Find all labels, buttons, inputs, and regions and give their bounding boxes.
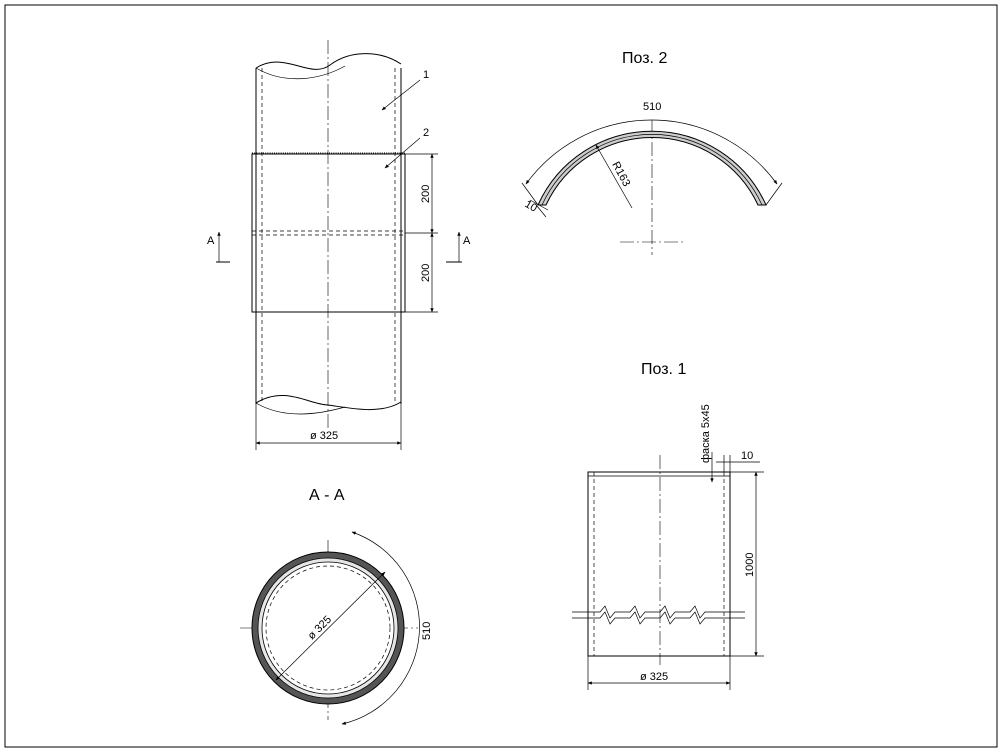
pos2-view: Поз. 2 510 R163 10 bbox=[521, 50, 783, 255]
pipe-blank bbox=[587, 471, 731, 657]
elevation-diameter-label: ø 325 bbox=[310, 430, 338, 442]
pos1-view: Поз. 1 фаска 5х45 10 1000 ø 325 bbox=[572, 361, 764, 690]
pos1-diameter-label: ø 325 bbox=[640, 671, 668, 683]
dim-lower-200: 200 bbox=[420, 264, 432, 282]
pipe-break-top bbox=[255, 53, 402, 70]
pos1-title: Поз. 1 bbox=[641, 361, 686, 378]
section-title: А - А bbox=[309, 487, 345, 504]
section-arc-dim bbox=[341, 531, 420, 725]
pos2-title: Поз. 2 bbox=[622, 50, 667, 67]
pos1-thickness-label: 10 bbox=[741, 450, 753, 462]
pipe-blank-break bbox=[572, 605, 745, 619]
pos1-height-label: 1000 bbox=[744, 553, 756, 577]
section-arc-label: 510 bbox=[421, 622, 433, 640]
dim-upper-200: 200 bbox=[420, 185, 432, 203]
section-marker-left: А bbox=[207, 235, 215, 247]
chamfer-label: фаска 5х45 bbox=[700, 404, 712, 463]
sheet-border bbox=[4, 4, 998, 748]
repair-sleeve bbox=[251, 153, 406, 313]
pos2-thickness-label: 10 bbox=[523, 198, 540, 215]
elevation-view: 1 2 200 200 А А ø 325 bbox=[207, 40, 471, 450]
leader-label-2: 2 bbox=[423, 127, 429, 139]
pos2-arc-label: 510 bbox=[643, 101, 661, 113]
pipe-break-bottom bbox=[255, 394, 402, 411]
leader-label-1: 1 bbox=[423, 69, 429, 81]
section-a-a: А - А ø 325 510 bbox=[240, 487, 433, 725]
section-marker-right: А bbox=[463, 235, 471, 247]
